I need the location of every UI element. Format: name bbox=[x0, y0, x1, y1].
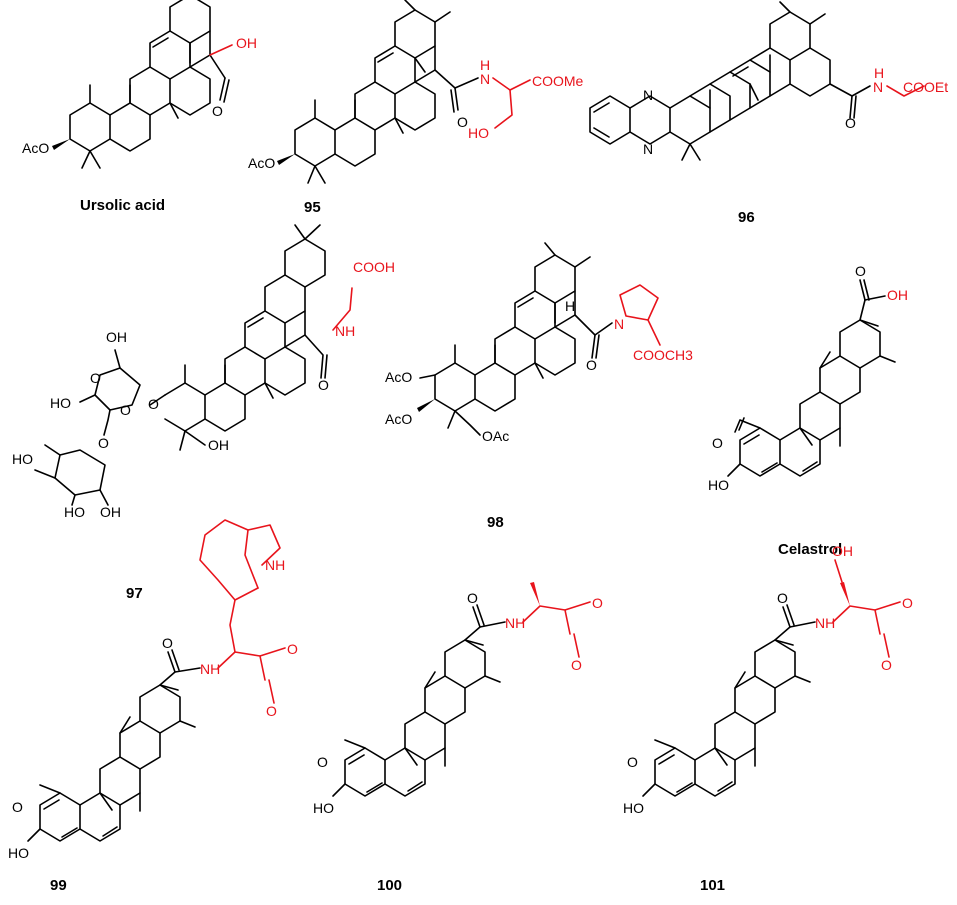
97-ho1-label: HO bbox=[50, 395, 71, 411]
caption-97: 97 bbox=[126, 585, 143, 602]
98-o-label: O bbox=[586, 357, 597, 373]
99-indole-nh-label: NH bbox=[265, 557, 285, 573]
99-o1-label: O bbox=[12, 799, 23, 815]
97-cooh-label: COOH bbox=[353, 259, 395, 275]
96-n1-label: N bbox=[643, 87, 653, 103]
caption-101: 101 bbox=[700, 877, 725, 894]
98-aco1-label: AcO bbox=[385, 369, 412, 385]
97-ho3-label: HO bbox=[64, 504, 85, 520]
101-o4-label: O bbox=[902, 595, 913, 611]
101-nh-label: NH bbox=[815, 615, 835, 631]
101-o3-label: O bbox=[881, 657, 892, 673]
95-ho-label: HO bbox=[468, 125, 489, 141]
95-o-label: O bbox=[457, 114, 468, 130]
101-o1-label: O bbox=[627, 754, 638, 770]
101-oh-label: OH bbox=[832, 543, 853, 559]
structure-98 bbox=[417, 242, 661, 436]
99-o3-label: O bbox=[266, 703, 277, 719]
caption-ursolic-acid: Ursolic acid bbox=[80, 197, 165, 214]
96-cooet-label: COOEt bbox=[903, 79, 948, 95]
98-oac-label: OAc bbox=[482, 428, 509, 444]
96-h-label: H bbox=[874, 65, 884, 81]
caption-99: 99 bbox=[50, 877, 67, 894]
ursolic-oh-label: OH bbox=[236, 35, 257, 51]
caption-96: 96 bbox=[738, 209, 755, 226]
101-o2-label: O bbox=[777, 590, 788, 606]
100-o1-label: O bbox=[317, 754, 328, 770]
celastrol-oh-label: OH bbox=[887, 287, 908, 303]
98-n-label: N bbox=[614, 316, 624, 332]
97-nh-label: NH bbox=[335, 323, 355, 339]
99-o2-label: O bbox=[162, 635, 173, 651]
97-ho2-label: HO bbox=[12, 451, 33, 467]
celastrol-o-label: O bbox=[712, 435, 723, 451]
97-o3-label: O bbox=[120, 402, 131, 418]
structure-ursolic-acid bbox=[52, 0, 233, 169]
caption-95: 95 bbox=[304, 199, 321, 216]
96-o-label: O bbox=[845, 115, 856, 131]
98-h-label: H bbox=[565, 298, 575, 314]
97-oh1-label: OH bbox=[106, 329, 127, 345]
100-o3-label: O bbox=[571, 657, 582, 673]
95-coome-label: COOMe bbox=[532, 73, 584, 89]
structure-101 bbox=[642, 559, 901, 797]
101-ho-label: HO bbox=[623, 800, 644, 816]
95-n-label: N bbox=[480, 71, 490, 87]
structure-95 bbox=[277, 0, 531, 184]
95-aco-label: AcO bbox=[248, 155, 275, 171]
96-n2-label: N bbox=[643, 141, 653, 157]
structure-96 bbox=[589, 1, 925, 161]
celastrol-o2-label: O bbox=[855, 263, 866, 279]
100-ho-label: HO bbox=[313, 800, 334, 816]
100-nh-label: NH bbox=[505, 615, 525, 631]
caption-100: 100 bbox=[377, 877, 402, 894]
structure-celastrol bbox=[727, 279, 896, 477]
99-o4-label: O bbox=[287, 641, 298, 657]
99-nh-label: NH bbox=[200, 661, 220, 677]
97-o4-label: O bbox=[98, 435, 109, 451]
structure-97 bbox=[34, 224, 353, 506]
100-o2-label: O bbox=[467, 590, 478, 606]
structure-100 bbox=[332, 582, 591, 797]
ursolic-aco-label: AcO bbox=[22, 140, 49, 156]
caption-celastrol: Celastrol bbox=[778, 541, 842, 558]
98-cooch3-label: COOCH3 bbox=[633, 347, 693, 363]
99-ho-label: HO bbox=[8, 845, 29, 861]
97-oh3-label: OH bbox=[100, 504, 121, 520]
97-o-label: O bbox=[318, 377, 329, 393]
96-n-label: N bbox=[873, 79, 883, 95]
100-o4-label: O bbox=[592, 595, 603, 611]
95-h-label: H bbox=[480, 57, 490, 73]
97-o1-label: O bbox=[90, 370, 101, 386]
97-oh2-label: OH bbox=[208, 437, 229, 453]
ursolic-o-label: O bbox=[212, 103, 223, 119]
97-o2-label: O bbox=[148, 396, 159, 412]
caption-98: 98 bbox=[487, 514, 504, 531]
98-aco2-label: AcO bbox=[385, 411, 412, 427]
structure-99 bbox=[27, 519, 286, 842]
celastrol-ho-label: HO bbox=[708, 477, 729, 493]
